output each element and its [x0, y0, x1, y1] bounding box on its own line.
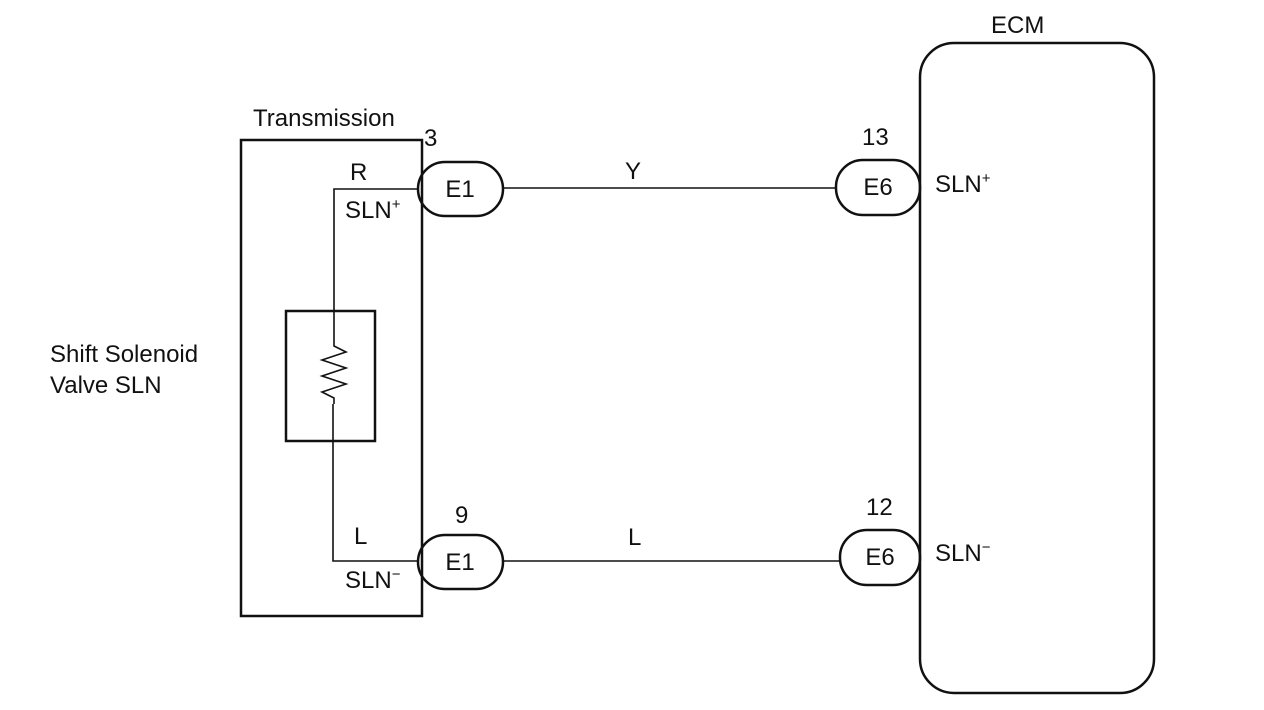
- solenoid-wire-top: [333, 188, 418, 340]
- terminal-name: SLN: [935, 540, 982, 567]
- ecm-terminal-sln-minus: SLN−: [935, 539, 991, 567]
- ecm-terminal-sln-plus: SLN+: [935, 170, 991, 198]
- wire-color-r: R: [350, 159, 367, 186]
- terminal-sign: +: [392, 196, 401, 213]
- connector-e1-top-label: E1: [445, 176, 474, 203]
- connector-e1-bottom: [416, 533, 505, 591]
- connector-e6-bottom: [838, 528, 922, 587]
- connector-e6-bottom-pin: 12: [866, 494, 893, 521]
- connector-e6-top-pin: 13: [862, 124, 889, 151]
- connector-e1-bottom-pin: 9: [455, 502, 468, 529]
- terminal-name: SLN: [345, 197, 392, 224]
- connector-e6-bottom-label: E6: [865, 544, 894, 571]
- transmission-title: Transmission: [253, 105, 395, 132]
- terminal-name: SLN: [345, 567, 392, 594]
- solenoid-label-line1: Shift Solenoid: [50, 341, 198, 368]
- connector-e1-bottom-label: E1: [445, 549, 474, 576]
- transmission-terminal-sln-minus: SLN−: [345, 566, 401, 594]
- wire-color-y: Y: [625, 158, 641, 185]
- solenoid-wire-bottom: [332, 404, 418, 562]
- connector-e1-top-pin: 3: [424, 125, 437, 152]
- transmission-box: [239, 138, 424, 618]
- wire-color-l-inside: L: [354, 523, 367, 550]
- wire-color-l: L: [628, 524, 641, 551]
- solenoid-label-line2: Valve SLN: [50, 372, 162, 399]
- ecm-box: [918, 41, 1156, 695]
- terminal-sign: +: [982, 170, 991, 187]
- terminal-name: SLN: [935, 171, 982, 198]
- solenoid-coil-symbol: [319, 340, 349, 404]
- connector-e1-top: [416, 160, 505, 218]
- ecm-title: ECM: [991, 12, 1044, 39]
- terminal-sign: −: [982, 539, 991, 556]
- terminal-sign: −: [392, 566, 401, 583]
- transmission-terminal-sln-plus: SLN+: [345, 196, 401, 224]
- connector-e6-top: [834, 158, 922, 217]
- connector-e6-top-label: E6: [863, 174, 892, 201]
- solenoid-box: [284, 309, 377, 443]
